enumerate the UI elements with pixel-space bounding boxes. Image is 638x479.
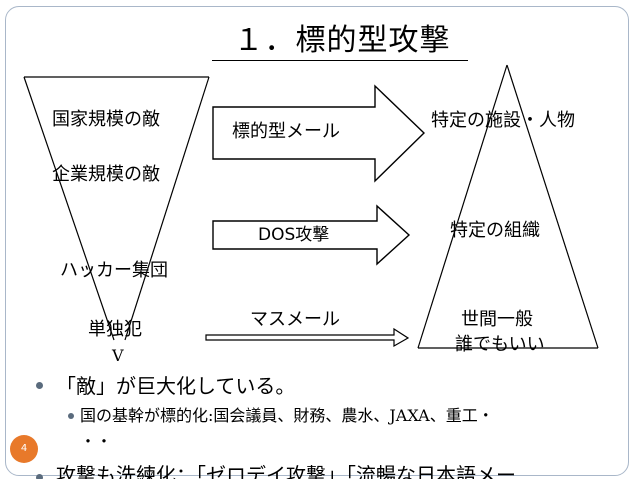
mass-mail-arrow [205,327,410,348]
bullet-enemy: 「敵」が巨大化している。 [56,374,296,398]
slide-title: １．標的型攻撃 [233,23,451,58]
bullet-dot [36,382,43,389]
attacker-hacker-group-label: ハッカー集団 [60,260,168,281]
dos-label: DOS攻撃 [258,225,330,245]
page-number-badge: 4 [10,435,38,463]
target-general-line2: 誰でもいい [455,334,545,355]
target-organization-label: 特定の組織 [450,220,540,241]
dos-arrow [212,204,411,266]
mass-mail-label: マスメール [250,309,340,330]
attacker-enterprise-label: 企業規模の敵 [52,164,160,185]
target-pyramid-right-edge [506,64,599,349]
sub-bullet-line2: ・・ [80,432,113,451]
bullet-dot [36,474,43,479]
targeted-mail-label: 標的型メール [232,121,340,142]
targeted-mail-arrow [212,84,426,183]
sub-bullet-dot [68,413,74,419]
slide-frame [5,6,629,476]
attacker-funnel-left-edge [23,76,115,341]
target-general-line1: 世間一般 [461,309,533,330]
bullet-refine: 攻撃も洗練化：「ゼロデイ攻撃」「流暢な日本語メー [56,463,516,479]
funnel-tip-mark: V [112,346,124,365]
target-specific-label: 特定の施設・人物 [431,110,575,131]
attacker-nation-label: 国家規模の敵 [52,109,160,130]
title-underline [212,60,468,61]
target-pyramid-left-edge [417,64,508,349]
attacker-funnel-right-edge [124,76,210,341]
sub-bullet-line1: 国の基幹が標的化:国会議員、財務、農水、JAXA、重工・ [80,406,494,425]
attacker-individual-label: 単独犯 [88,319,142,340]
